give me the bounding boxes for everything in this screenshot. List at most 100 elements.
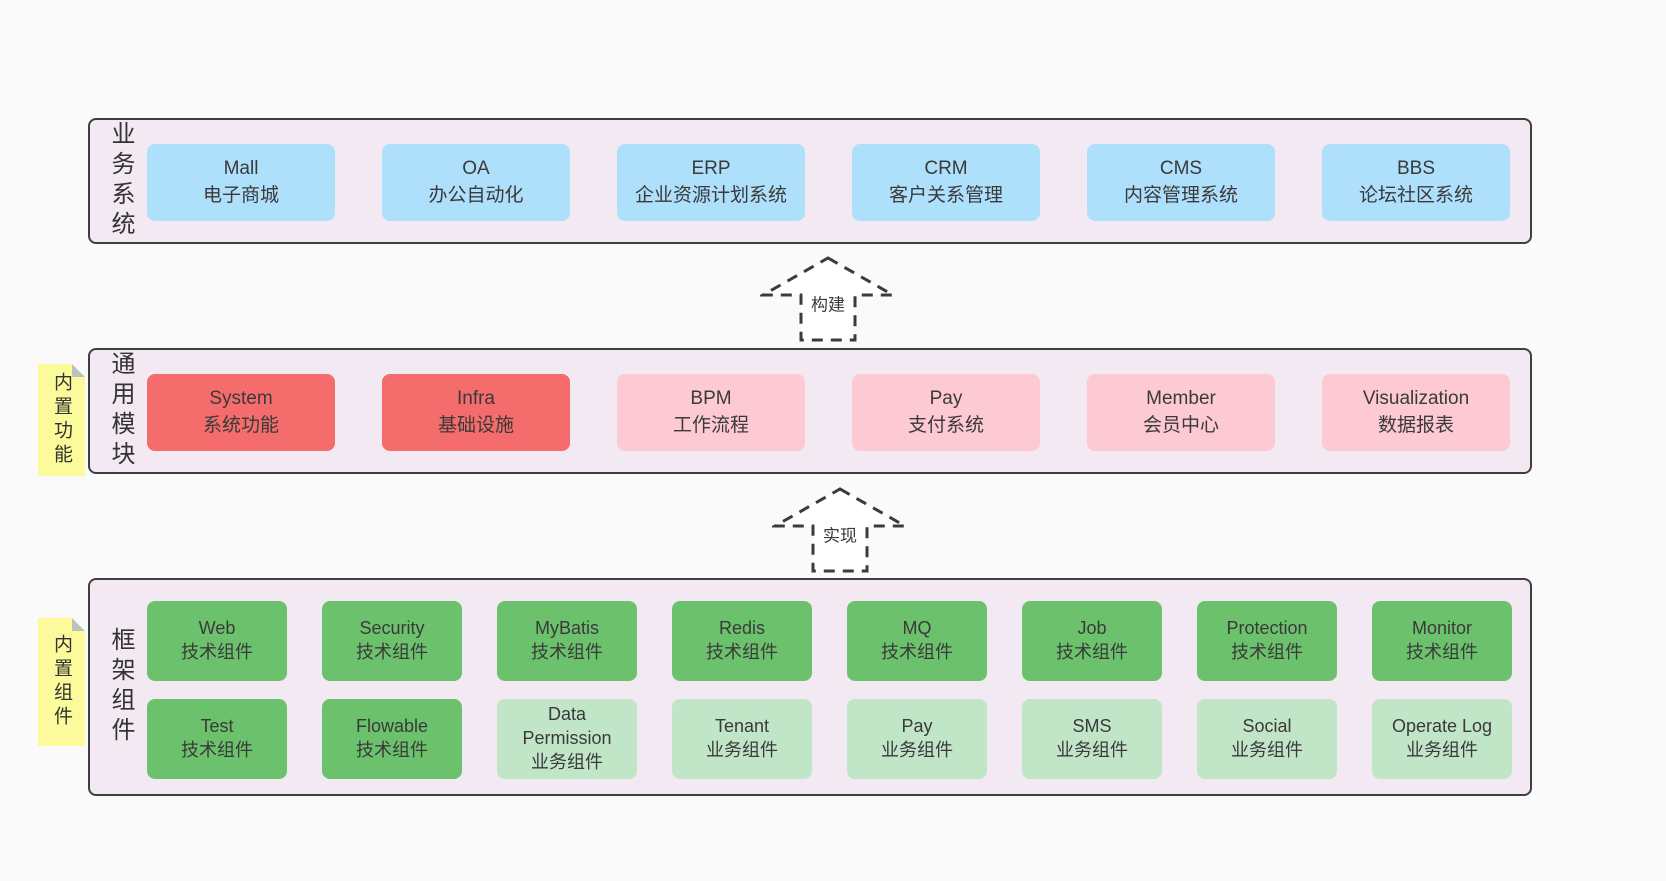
box-title: Social [1242,716,1292,737]
box-title: Operate Log [1391,716,1493,737]
box-title: Data Permission [522,704,612,749]
box-subtitle: 业务组件 [881,740,953,760]
box-title: Member [1146,387,1216,409]
box-title: Visualization [1362,387,1470,409]
box-title: Redis [718,618,766,639]
arrow-build-label: 构建 [811,295,845,315]
box-mq: MQ 技术组件 [847,601,987,681]
box-title: Mall [223,157,259,179]
box-cms: CMS 内容管理系统 [1087,144,1275,221]
box-operate-log: Operate Log 业务组件 [1372,699,1512,779]
box-title: Tenant [714,716,770,737]
arrow-implement-label: 实现 [823,526,857,546]
up-arrow-icon [772,487,908,573]
box-subtitle: 业务组件 [531,751,603,772]
box-job: Job 技术组件 [1022,601,1162,681]
box-title: Job [1077,618,1107,639]
band-framework-components: 框架组件 Web 技术组件 Security 技术组件 MyBatis 技术组件… [88,578,1532,796]
box-title: ERP [691,157,731,179]
box-subtitle: 业务组件 [1231,740,1303,760]
box-test: Test 技术组件 [147,699,287,779]
box-erp: ERP 企业资源计划系统 [617,144,805,221]
box-subtitle: 基础设施 [437,414,514,436]
box-mybatis: MyBatis 技术组件 [497,601,637,681]
box-subtitle: 客户关系管理 [888,184,1003,206]
common-modules-row: System 系统功能 Infra 基础设施 BPM 工作流程 Pay 支付系统… [147,374,1510,451]
band-label-common-modules: 通用模块 [107,351,134,471]
box-redis: Redis 技术组件 [672,601,812,681]
arrow-implement: 实现 [772,486,908,574]
sticky-built-in-components: 内置组件 [38,618,85,746]
box-title: MQ [902,618,932,639]
box-subtitle: 工作流程 [672,414,749,436]
arrow-build: 构建 [760,255,896,343]
box-subtitle: 企业资源计划系统 [634,184,787,206]
band-label-framework-components: 框架组件 [107,627,134,747]
box-tenant: Tenant 业务组件 [672,699,812,779]
box-security: Security 技术组件 [322,601,462,681]
box-infra: Infra 基础设施 [382,374,570,451]
sticky-built-in-components-label: 内置组件 [51,634,72,730]
box-subtitle: 办公自动化 [428,184,524,206]
framework-components-row-1: Web 技术组件 Security 技术组件 MyBatis 技术组件 Redi… [147,601,1512,681]
box-subtitle: 业务组件 [1406,740,1478,760]
box-subtitle: 内容管理系统 [1123,184,1238,206]
box-title: BPM [690,387,732,409]
box-title: OA [462,157,490,179]
box-sms: SMS 业务组件 [1022,699,1162,779]
box-title: System [209,387,273,409]
box-subtitle: 技术组件 [706,642,778,662]
box-protection: Protection 技术组件 [1197,601,1337,681]
box-subtitle: 电子商城 [202,184,279,206]
box-title: Protection [1226,618,1308,639]
band-common-modules: 通用模块 System 系统功能 Infra 基础设施 BPM 工作流程 Pay… [88,348,1532,474]
box-title: Pay [901,716,933,737]
box-subtitle: 技术组件 [1056,642,1128,662]
box-subtitle: 会员中心 [1142,414,1219,436]
box-subtitle: 技术组件 [356,740,428,760]
sticky-built-in-features: 内置功能 [38,364,85,476]
box-subtitle: 技术组件 [1406,642,1478,662]
box-crm: CRM 客户关系管理 [852,144,1040,221]
framework-components-row-2: Test 技术组件 Flowable 技术组件 Data Permission … [147,699,1512,779]
box-title: Infra [456,387,496,409]
box-visualization: Visualization 数据报表 [1322,374,1510,451]
box-title: CRM [924,157,968,179]
box-subtitle: 技术组件 [356,642,428,662]
box-title: Monitor [1411,618,1473,639]
box-subtitle: 技术组件 [881,642,953,662]
box-title: SMS [1072,716,1112,737]
box-title: MyBatis [534,618,599,639]
box-title: Web [198,618,236,639]
box-mall: Mall 电子商城 [147,144,335,221]
business-systems-row: Mall 电子商城 OA 办公自动化 ERP 企业资源计划系统 CRM 客户关系… [147,144,1510,221]
box-oa: OA 办公自动化 [382,144,570,221]
box-subtitle: 业务组件 [706,740,778,760]
box-system: System 系统功能 [147,374,335,451]
box-pay-component: Pay 业务组件 [847,699,987,779]
box-title: CMS [1159,157,1203,179]
box-subtitle: 技术组件 [531,642,603,662]
box-title: Flowable [355,716,429,737]
box-subtitle: 业务组件 [1056,740,1128,760]
box-subtitle: 数据报表 [1377,414,1454,436]
box-title: BBS [1396,157,1436,179]
box-subtitle: 技术组件 [181,642,253,662]
band-business-systems: 业务系统 Mall 电子商城 OA 办公自动化 ERP 企业资源计划系统 CRM… [88,118,1532,244]
box-title: Pay [929,387,963,409]
box-title: Test [200,716,234,737]
box-social: Social 业务组件 [1197,699,1337,779]
sticky-built-in-features-label: 内置功能 [51,372,72,468]
box-subtitle: 系统功能 [202,414,279,436]
up-arrow-icon [760,256,896,342]
box-member: Member 会员中心 [1087,374,1275,451]
box-monitor: Monitor 技术组件 [1372,601,1512,681]
box-data-permission: Data Permission 业务组件 [497,699,637,779]
box-flowable: Flowable 技术组件 [322,699,462,779]
box-subtitle: 技术组件 [181,740,253,760]
box-bpm: BPM 工作流程 [617,374,805,451]
band-label-business-systems: 业务系统 [107,121,134,241]
box-subtitle: 技术组件 [1231,642,1303,662]
box-subtitle: 论坛社区系统 [1358,184,1473,206]
